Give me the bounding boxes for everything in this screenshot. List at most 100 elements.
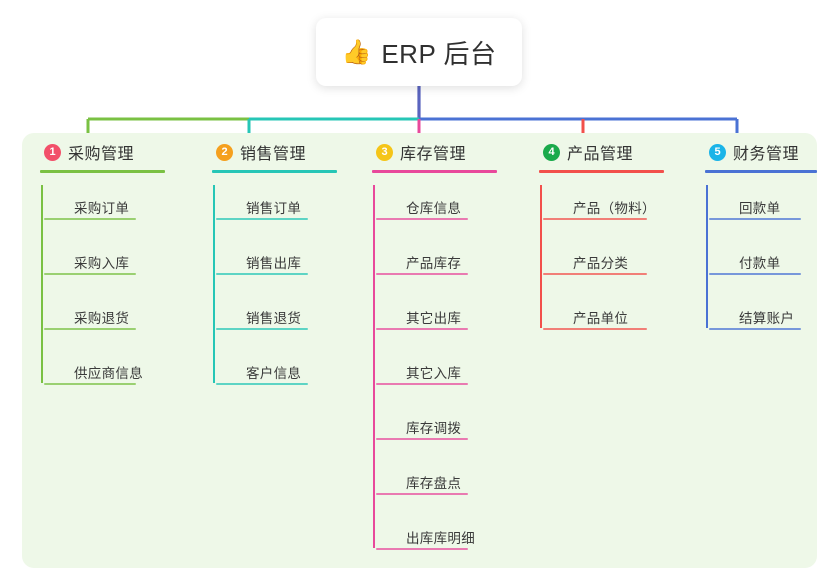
root-node-card[interactable]: 👍 ERP 后台 bbox=[316, 18, 522, 86]
module-item-underline bbox=[543, 218, 647, 220]
module-item-underline bbox=[376, 438, 468, 440]
module-number-badge: 3 bbox=[376, 143, 393, 161]
module-item[interactable]: 产品（物料） bbox=[543, 185, 687, 240]
module-trunk-line bbox=[706, 185, 708, 328]
module-item[interactable]: 库存调拨 bbox=[376, 405, 521, 460]
module-item-label: 采购订单 bbox=[74, 201, 130, 216]
module-item[interactable]: 库存盘点 bbox=[376, 460, 521, 515]
module-item-underline bbox=[709, 328, 801, 330]
module-header-3[interactable]: 3 库存管理 bbox=[354, 133, 521, 173]
module-item-label: 库存盘点 bbox=[406, 476, 462, 491]
module-columns: 1 采购管理采购订单采购入库采购退货供应商信息 2 销售管理销售订单销售出库销售退货客… bbox=[22, 133, 817, 568]
module-item[interactable]: 结算账户 bbox=[709, 295, 817, 350]
module-title: 库存管理 bbox=[400, 146, 467, 163]
module-column-5: 5 财务管理回款单付款单结算账户 bbox=[687, 133, 817, 568]
module-item-underline bbox=[216, 218, 308, 220]
module-item[interactable]: 产品库存 bbox=[376, 240, 521, 295]
module-item[interactable]: 销售出库 bbox=[216, 240, 354, 295]
module-title: 财务管理 bbox=[733, 146, 800, 163]
module-item-underline bbox=[376, 383, 468, 385]
module-header-2[interactable]: 2 销售管理 bbox=[194, 133, 354, 173]
module-item-underline bbox=[543, 273, 647, 275]
module-trunk-line bbox=[540, 185, 542, 328]
module-item-label: 其它出库 bbox=[406, 311, 462, 326]
module-item-label: 客户信息 bbox=[246, 366, 302, 381]
module-item-label: 产品库存 bbox=[406, 256, 462, 271]
module-item-underline bbox=[543, 328, 647, 330]
module-item-list: 采购订单采购入库采购退货供应商信息 bbox=[22, 185, 194, 405]
module-item-label: 采购入库 bbox=[74, 256, 130, 271]
module-item-underline bbox=[376, 493, 468, 495]
module-item[interactable]: 其它出库 bbox=[376, 295, 521, 350]
module-item-underline bbox=[376, 218, 468, 220]
module-item-underline bbox=[216, 273, 308, 275]
module-column-3: 3 库存管理仓库信息产品库存其它出库其它入库库存调拨库存盘点出库库明细 bbox=[354, 133, 521, 568]
module-item-label: 其它入库 bbox=[406, 366, 462, 381]
module-item-underline bbox=[216, 383, 308, 385]
module-header-underline bbox=[212, 170, 337, 173]
module-item-underline bbox=[44, 273, 136, 275]
module-header-underline bbox=[372, 170, 497, 173]
module-header-1[interactable]: 1 采购管理 bbox=[22, 133, 194, 173]
module-column-1: 1 采购管理采购订单采购入库采购退货供应商信息 bbox=[22, 133, 194, 568]
module-column-4: 4 产品管理产品（物料） 产品分类产品单位 bbox=[521, 133, 687, 568]
module-item-underline bbox=[376, 328, 468, 330]
module-item-label: 仓库信息 bbox=[406, 201, 462, 216]
module-item[interactable]: 采购退货 bbox=[44, 295, 194, 350]
module-item-list: 回款单付款单结算账户 bbox=[687, 185, 817, 350]
module-trunk-line bbox=[41, 185, 43, 383]
module-number-badge: 4 bbox=[543, 143, 560, 161]
module-item-underline bbox=[709, 273, 801, 275]
module-item[interactable]: 其它入库 bbox=[376, 350, 521, 405]
module-item-underline bbox=[44, 383, 136, 385]
module-item-underline bbox=[44, 328, 136, 330]
module-item-list: 销售订单销售出库销售退货客户信息 bbox=[194, 185, 354, 405]
root-node-title: ERP 后台 bbox=[381, 38, 497, 69]
module-header-underline bbox=[539, 170, 664, 173]
module-item-label: 结算账户 bbox=[739, 311, 795, 326]
module-item-label: 产品（物料） bbox=[573, 201, 656, 216]
module-item[interactable]: 客户信息 bbox=[216, 350, 354, 405]
module-item-label: 销售退货 bbox=[246, 311, 302, 326]
module-column-2: 2 销售管理销售订单销售出库销售退货客户信息 bbox=[194, 133, 354, 568]
module-header-underline bbox=[705, 170, 817, 173]
module-item-underline bbox=[376, 273, 468, 275]
module-item-label: 销售订单 bbox=[246, 201, 302, 216]
module-trunk-line bbox=[373, 185, 375, 548]
module-item-label: 产品单位 bbox=[573, 311, 629, 326]
module-number-badge: 5 bbox=[709, 143, 726, 161]
module-item[interactable]: 销售退货 bbox=[216, 295, 354, 350]
module-title: 产品管理 bbox=[567, 146, 634, 163]
module-trunk-line bbox=[213, 185, 215, 383]
module-item-label: 采购退货 bbox=[74, 311, 130, 326]
module-item-label: 供应商信息 bbox=[74, 366, 143, 381]
module-item[interactable]: 产品单位 bbox=[543, 295, 687, 350]
module-item-underline bbox=[376, 548, 468, 550]
module-item[interactable]: 仓库信息 bbox=[376, 185, 521, 240]
module-item-underline bbox=[44, 218, 136, 220]
module-item[interactable]: 回款单 bbox=[709, 185, 817, 240]
module-number-badge: 2 bbox=[216, 143, 233, 161]
module-item-label: 出库库明细 bbox=[406, 531, 475, 546]
module-item-list: 仓库信息产品库存其它出库其它入库库存调拨库存盘点出库库明细 bbox=[354, 185, 521, 570]
module-item-label: 付款单 bbox=[739, 256, 781, 271]
module-item[interactable]: 产品分类 bbox=[543, 240, 687, 295]
module-item-label: 回款单 bbox=[739, 201, 781, 216]
module-item-label: 销售出库 bbox=[246, 256, 302, 271]
module-item[interactable]: 销售订单 bbox=[216, 185, 354, 240]
module-title: 销售管理 bbox=[240, 146, 307, 163]
module-number-badge: 1 bbox=[44, 143, 61, 161]
module-header-5[interactable]: 5 财务管理 bbox=[687, 133, 817, 173]
module-item-label: 库存调拨 bbox=[406, 421, 462, 436]
module-item[interactable]: 供应商信息 bbox=[44, 350, 194, 405]
module-header-underline bbox=[40, 170, 165, 173]
module-item-list: 产品（物料） 产品分类产品单位 bbox=[521, 185, 687, 350]
module-item[interactable]: 付款单 bbox=[709, 240, 817, 295]
module-title: 采购管理 bbox=[68, 146, 135, 163]
module-item[interactable]: 采购入库 bbox=[44, 240, 194, 295]
module-header-4[interactable]: 4 产品管理 bbox=[521, 133, 687, 173]
thumbs-up-icon: 👍 bbox=[341, 38, 372, 66]
module-item[interactable]: 出库库明细 bbox=[376, 515, 521, 570]
module-item[interactable]: 采购订单 bbox=[44, 185, 194, 240]
